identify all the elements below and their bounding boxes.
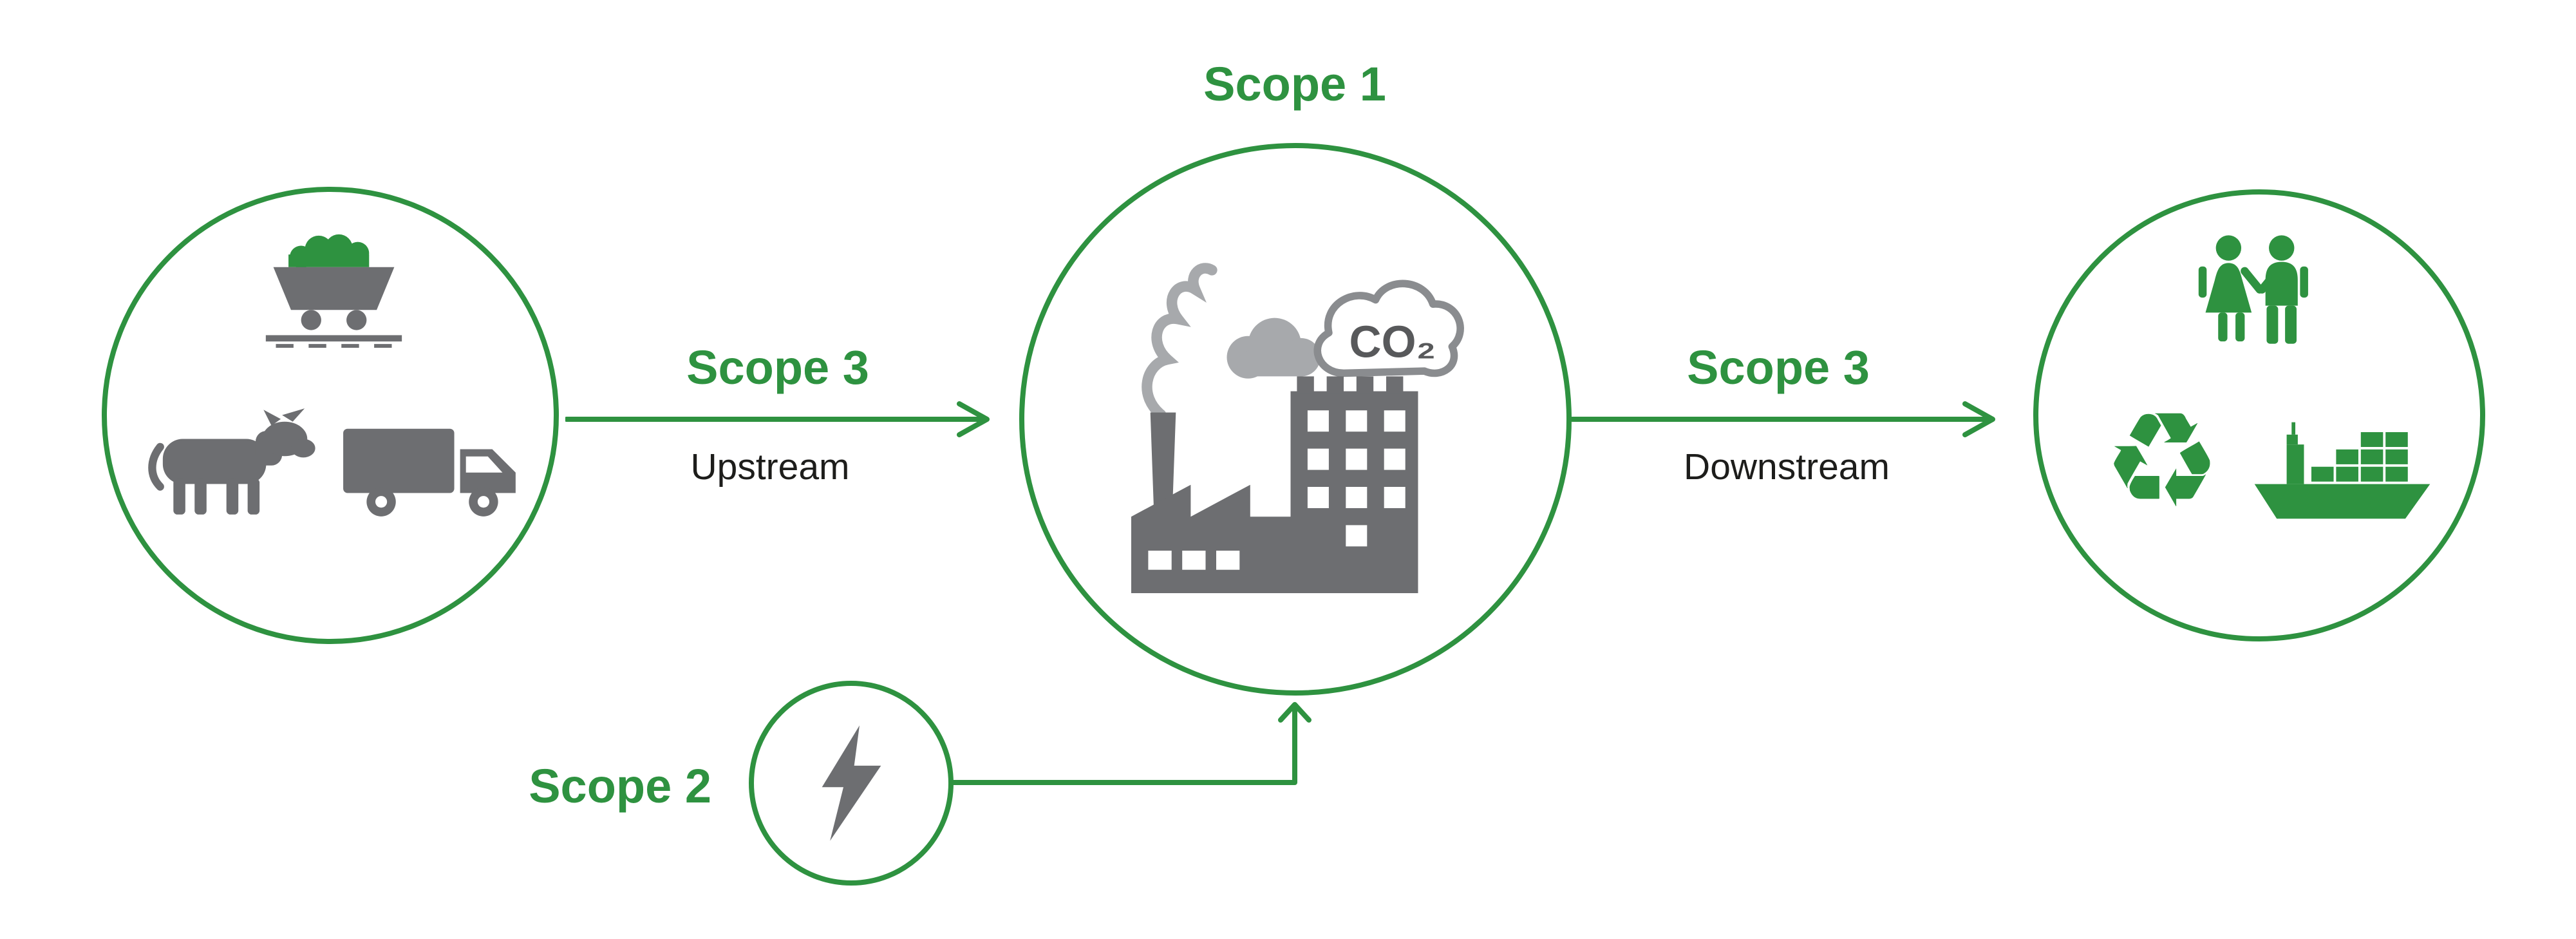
co2-cloud-icon: CO₂	[1313, 280, 1464, 377]
upstream-arrow	[565, 401, 990, 437]
upstream-sublabel: Upstream	[690, 446, 850, 488]
scope2-circle	[749, 681, 954, 886]
downstream-arrow	[1571, 401, 1995, 437]
scope3-upstream-label: Scope 3	[686, 341, 869, 394]
scope3-downstream-label: Scope 3	[1687, 341, 1870, 394]
cow-icon	[148, 408, 315, 515]
co2-label: CO₂	[1349, 317, 1436, 367]
downstream-sublabel: Downstream	[1684, 446, 1890, 488]
gray-cloud-icon	[1227, 318, 1321, 379]
lightning-bolt-icon	[822, 725, 881, 841]
mine-cart-icon	[265, 234, 402, 348]
scope1-label: Scope 1	[1203, 57, 1386, 111]
scope1-circle: CO₂	[1019, 143, 1572, 696]
factory-icon: CO₂	[1131, 263, 1464, 593]
recycle-icon: ♻	[2103, 384, 2221, 538]
scope2-label: Scope 2	[529, 759, 711, 813]
cargo-ship-icon	[2254, 422, 2430, 519]
downstream-outputs-circle: ♻	[2033, 189, 2485, 641]
couple-icon	[2198, 235, 2308, 344]
scope2-connector-arrow	[952, 702, 1312, 785]
smoke-icon	[1142, 263, 1217, 421]
upstream-inputs-circle	[102, 187, 559, 644]
truck-icon	[343, 428, 516, 517]
